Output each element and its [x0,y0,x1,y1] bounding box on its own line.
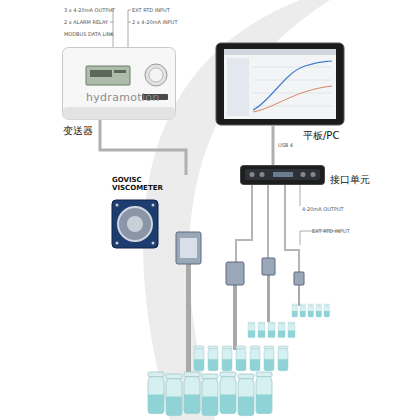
signal-label: 2 x ALARM RELAY [64,20,108,25]
device-label: 接口单元 [330,174,370,185]
edge-label: USB 4 [278,143,293,148]
signal-label: 4-20mA OUTPUT [302,207,344,212]
cable [272,126,275,165]
signal-label: EXT RTD INPUT [132,8,170,13]
device-node: GOVISC VISCOMETER [108,175,178,265]
device-label: 变送器 [63,125,93,136]
device-label: 平板/PC [303,130,339,141]
transmitter-body [62,47,176,120]
signal-label: EXT RTD INPUT [312,229,350,234]
device-node: 平板/PC [215,42,345,126]
device-node: 接口单元 [240,165,325,185]
interface-body [240,165,325,185]
device-label: hydramotion [86,92,160,104]
signal-label: MODBUS DATA LINK [64,32,114,37]
probes [176,232,304,382]
cable [100,120,186,175]
signal-label: 3 x 4-20mA OUTPUT [64,8,115,13]
device-label: GOVISC VISCOMETER [112,177,164,192]
device-node: hydramotion变送器 [62,47,176,120]
signal-label: 2 x 4-20mA INPUT [132,20,178,25]
tablet-body [215,42,345,126]
sample-jars [148,304,330,416]
